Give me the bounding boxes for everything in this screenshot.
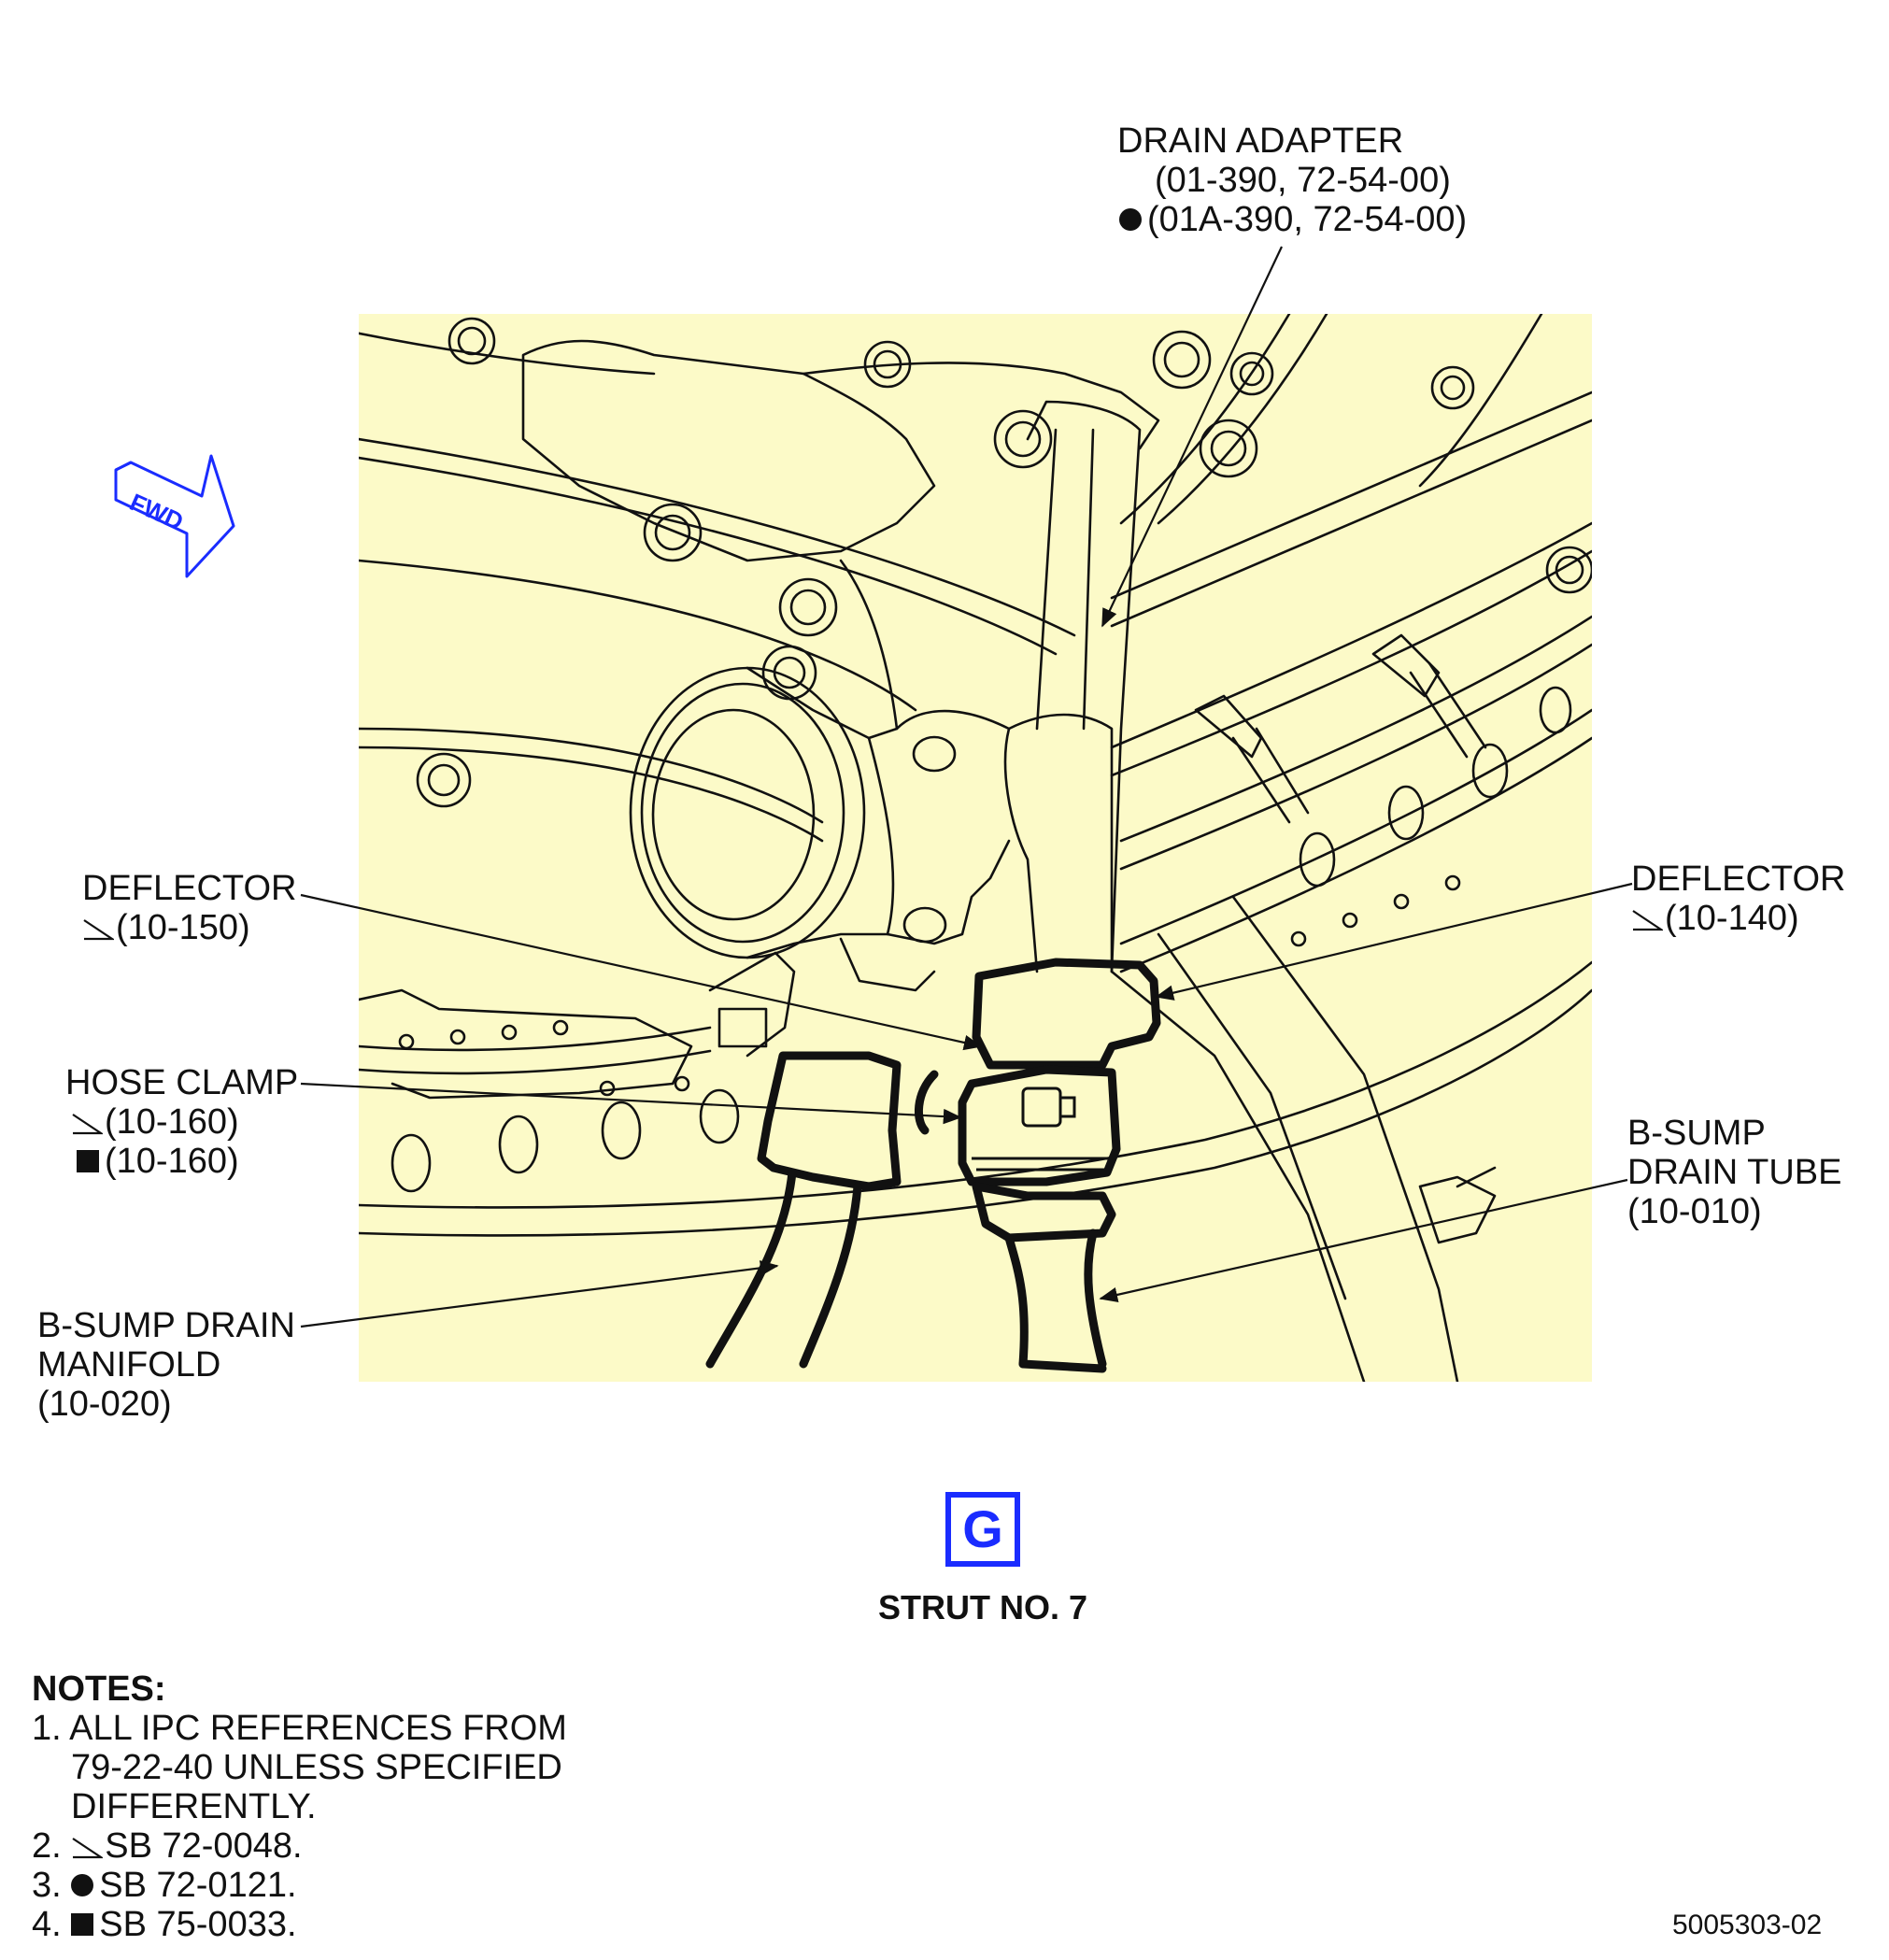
note-4-text: SB 75-0033. [99, 1905, 297, 1944]
hose-clamp-ref1: (10-160) [105, 1102, 239, 1142]
note-2-prefix: 2. [32, 1826, 62, 1866]
notes-block: NOTES: 1. ALL IPC REFERENCES FROM 79-22-… [32, 1669, 567, 1944]
circle-effectivity-icon [71, 1874, 94, 1896]
deflector-right-name: DEFLECTOR [1631, 859, 1846, 899]
drain-adapter-ref2: (01A-390, 72-54-00) [1147, 200, 1468, 239]
figure-number: 5005303-02 [1672, 1910, 1823, 1940]
bsump-drain-manifold-line1: B-SUMP DRAIN [37, 1306, 295, 1345]
view-letter-box: G [945, 1492, 1020, 1567]
triangle-effectivity-icon [1632, 910, 1663, 931]
bsump-drain-tube-line2: DRAIN TUBE [1627, 1153, 1842, 1192]
callout-bsump-drain-tube: B-SUMP DRAIN TUBE (10-010) [1627, 1114, 1841, 1231]
callout-deflector-left: DEFLECTOR (10-150) [82, 869, 296, 947]
bsump-drain-tube-ref: (10-010) [1627, 1192, 1762, 1231]
note-4-prefix: 4. [32, 1905, 62, 1944]
leader-deflector-left [300, 893, 983, 1051]
hose-clamp-ref2: (10-160) [105, 1142, 239, 1181]
bsump-drain-manifold-ref: (10-020) [37, 1385, 172, 1424]
note-1-line1: 1. ALL IPC REFERENCES FROM [32, 1709, 567, 1748]
deflector-right-ref: (10-140) [1665, 899, 1799, 938]
drain-adapter-ref1: (01-390, 72-54-00) [1155, 161, 1451, 200]
callout-bsump-drain-manifold: B-SUMP DRAIN MANIFOLD (10-020) [37, 1306, 295, 1424]
leader-deflector-right [1155, 882, 1633, 1001]
triangle-effectivity-icon [83, 919, 114, 941]
note-3-text: SB 72-0121. [99, 1866, 297, 1905]
leader-bsump-drain-manifold [300, 1260, 779, 1328]
circle-effectivity-icon [1119, 208, 1142, 231]
view-title: STRUT NO. 7 [878, 1588, 1088, 1626]
deflector-left-name: DEFLECTOR [82, 869, 297, 908]
callout-hose-clamp: HOSE CLAMP (10-160) (10-160) [65, 1063, 298, 1181]
deflector-left-ref: (10-150) [116, 908, 250, 947]
note-2-text: SB 72-0048. [105, 1826, 303, 1866]
bsump-drain-manifold-line2: MANIFOLD [37, 1345, 221, 1385]
studs [1194, 633, 1497, 1244]
drain-adapter-name: DRAIN ADAPTER [1117, 121, 1404, 161]
bolt-heads [416, 317, 1592, 808]
leader-drain-adapter [1101, 246, 1283, 628]
callout-drain-adapter: DRAIN ADAPTER (01-390, 72-54-00) (01A-39… [1117, 121, 1467, 239]
square-effectivity-icon [71, 1913, 94, 1936]
triangle-effectivity-icon [72, 1838, 104, 1859]
hose-clamp-bolt [972, 1087, 1112, 1172]
leader-bsump-drain-tube [1099, 1178, 1628, 1303]
lightening-holes [391, 686, 1572, 1193]
bsump-drain-tube-line1: B-SUMP [1627, 1114, 1766, 1153]
hose-clamp-name: HOSE CLAMP [65, 1063, 299, 1102]
square-effectivity-icon [77, 1150, 99, 1172]
leader-hose-clamp [300, 1082, 962, 1125]
note-1-line3: DIFFERENTLY. [71, 1787, 317, 1826]
view-panel [359, 314, 1592, 1382]
callout-deflector-right: DEFLECTOR (10-140) [1631, 859, 1845, 938]
leader-lines [300, 246, 1633, 1328]
fwd-arrow-icon: FWD [114, 454, 235, 578]
note-1-line2: 79-22-40 UNLESS SPECIFIED [71, 1748, 562, 1787]
engine-strut-drawing [359, 314, 1592, 1382]
triangle-effectivity-icon [72, 1114, 103, 1135]
note-3-prefix: 3. [32, 1866, 62, 1905]
notes-header: NOTES: [32, 1669, 166, 1709]
